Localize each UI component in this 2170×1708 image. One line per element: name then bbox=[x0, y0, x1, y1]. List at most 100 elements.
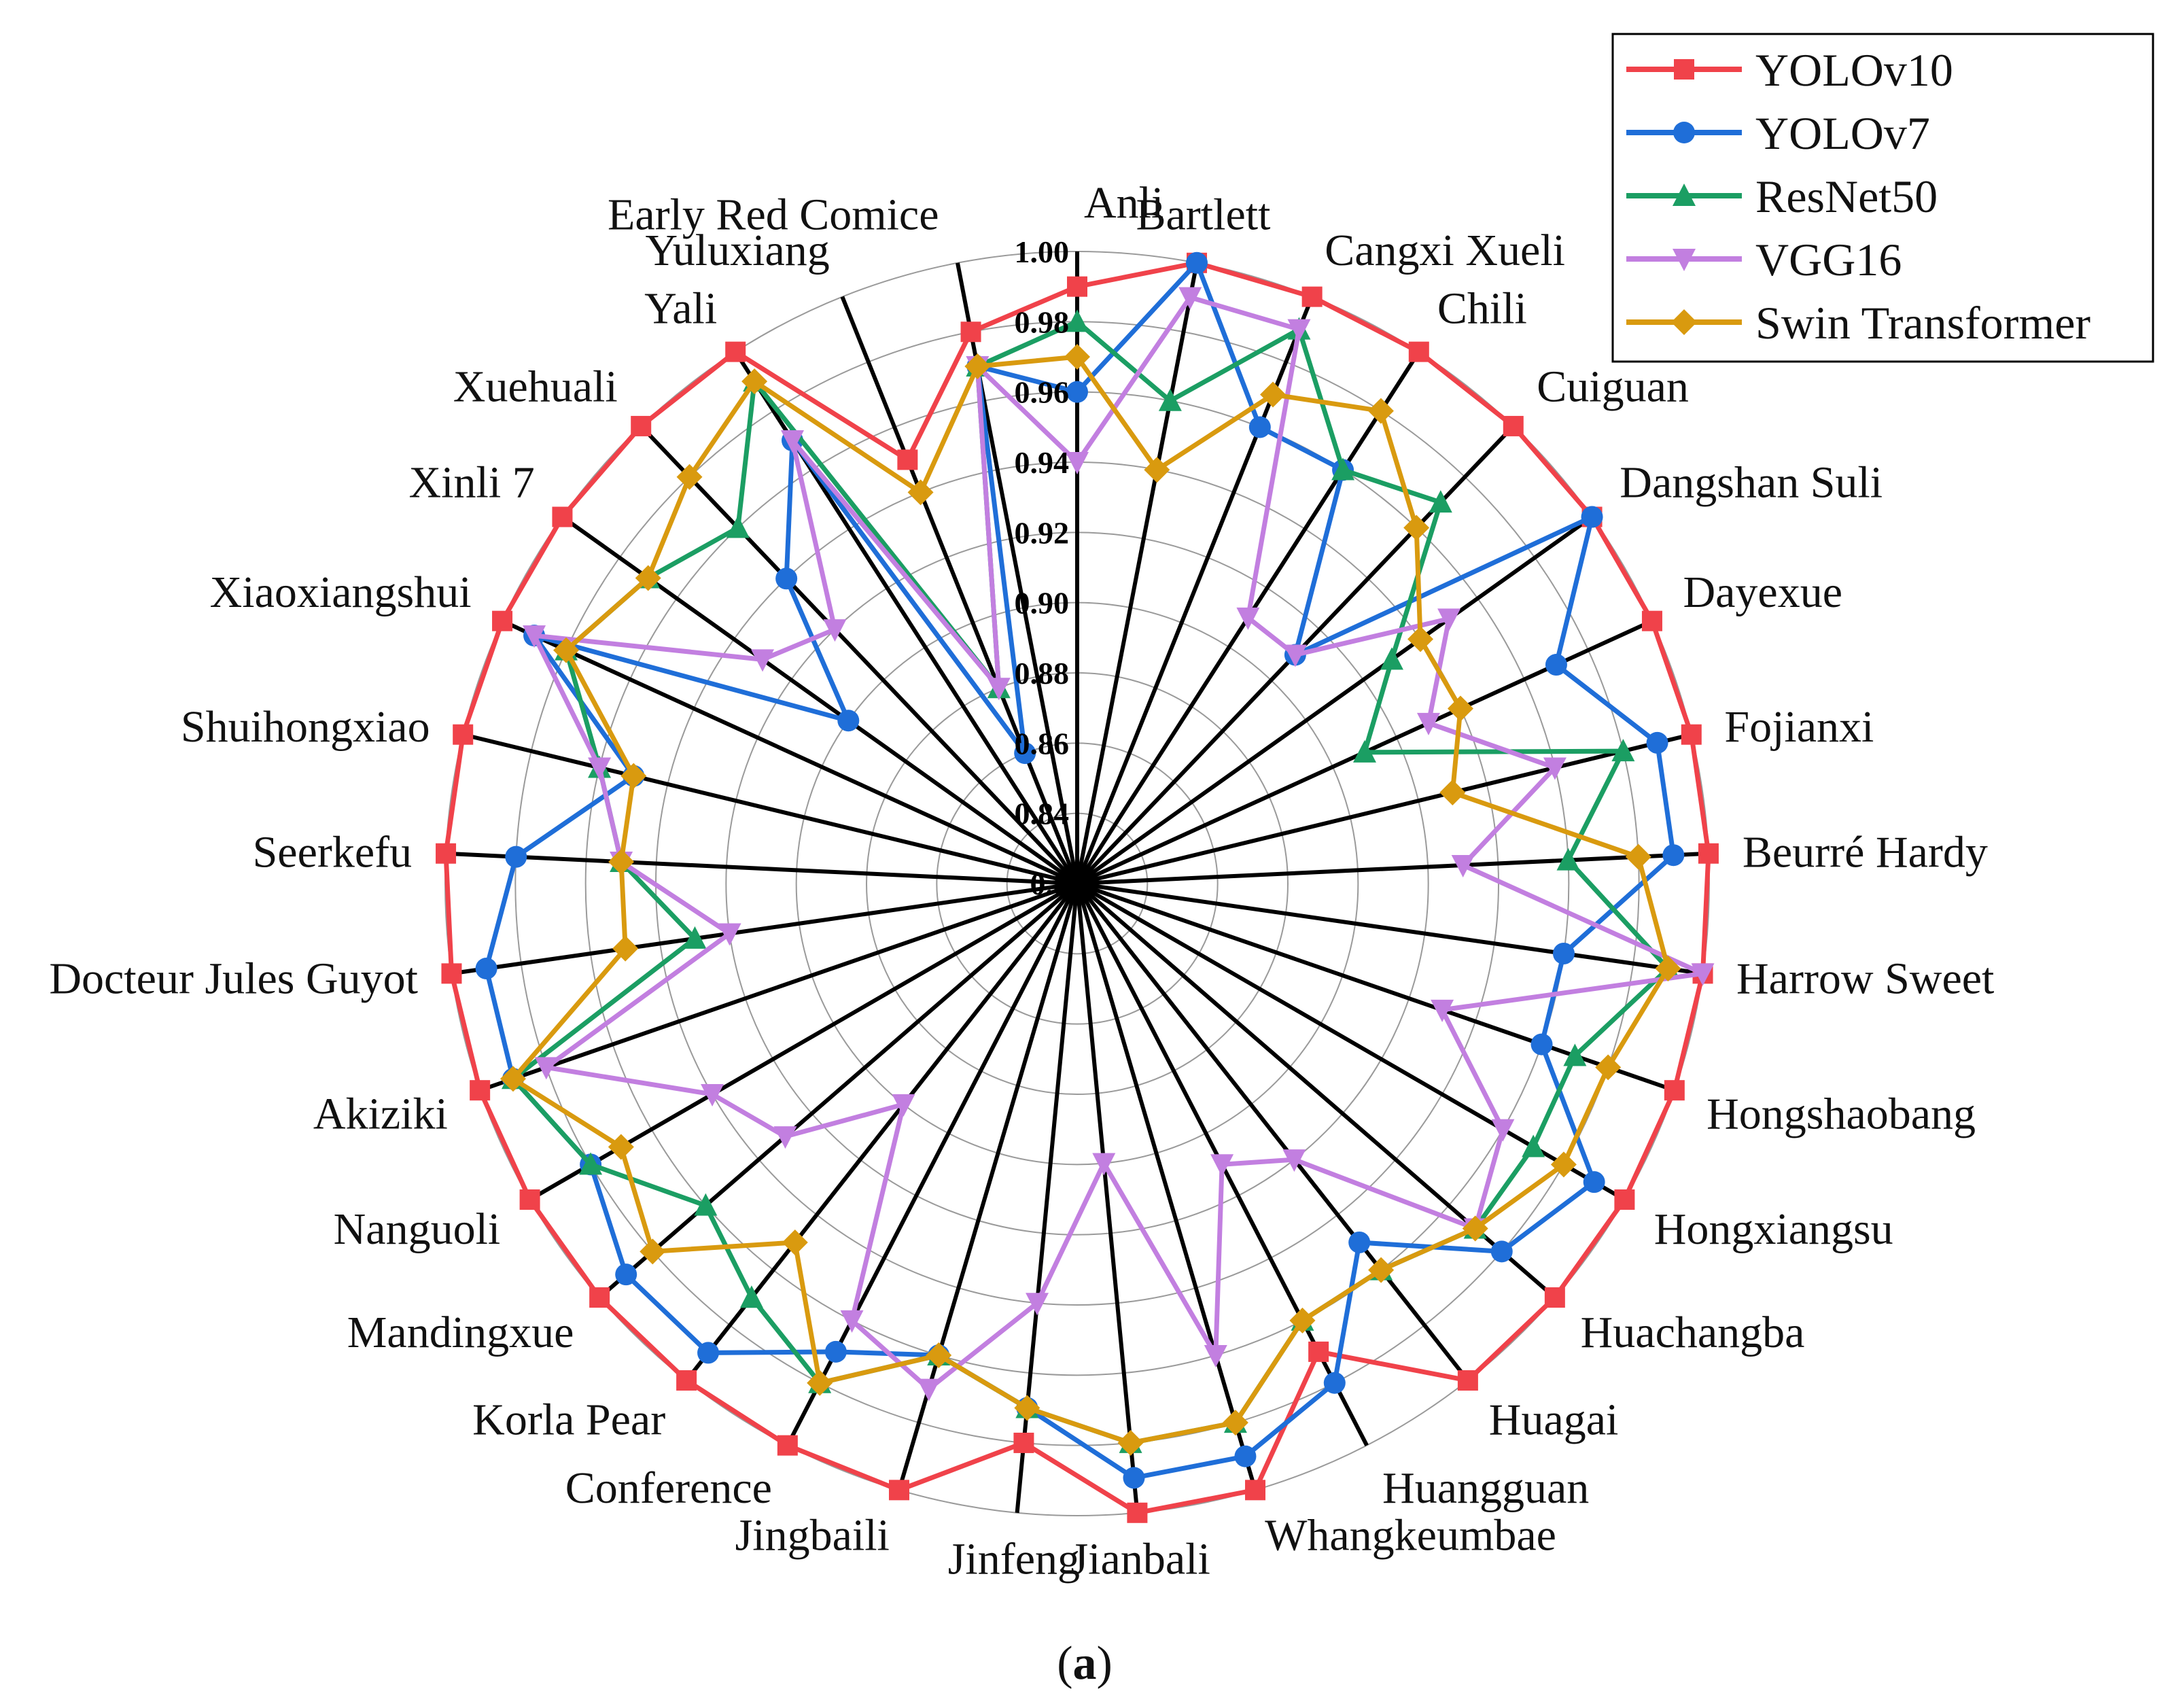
category-label: Yuluxiang bbox=[645, 226, 829, 275]
series-line bbox=[484, 260, 1676, 1480]
data-point bbox=[453, 724, 474, 745]
data-point bbox=[725, 341, 746, 362]
category-label: Dayexue bbox=[1683, 568, 1842, 617]
category-label: Hongxiangsu bbox=[1654, 1204, 1893, 1254]
data-point bbox=[1178, 287, 1202, 310]
category-label: Docteur Jules Guyot bbox=[49, 954, 418, 1003]
data-point bbox=[840, 1310, 864, 1333]
category-label: Jingbaili bbox=[735, 1510, 890, 1560]
data-point bbox=[694, 1193, 718, 1216]
category-label: Xuehuali bbox=[453, 362, 618, 412]
data-point bbox=[1595, 1054, 1622, 1081]
data-point bbox=[964, 353, 991, 380]
data-point bbox=[579, 1152, 603, 1175]
data-point bbox=[824, 1340, 847, 1363]
data-point bbox=[1664, 1080, 1685, 1101]
data-point bbox=[1092, 1153, 1116, 1176]
category-label: Seerkefu bbox=[253, 827, 413, 877]
data-point bbox=[1563, 1043, 1587, 1066]
category-label: Fojianxi bbox=[1724, 702, 1874, 752]
category-label: Anli bbox=[1084, 178, 1163, 228]
category-label: Cuiguan bbox=[1537, 362, 1689, 412]
data-point bbox=[1260, 381, 1287, 408]
data-point bbox=[892, 1094, 915, 1117]
data-point bbox=[1331, 457, 1355, 481]
data-point bbox=[1457, 1370, 1478, 1391]
data-point bbox=[960, 321, 981, 343]
data-point bbox=[751, 649, 775, 672]
data-point bbox=[523, 625, 546, 648]
caption-label: a bbox=[1073, 1637, 1097, 1690]
data-point bbox=[907, 479, 934, 506]
data-point bbox=[588, 757, 612, 780]
tick-label: 0.86 bbox=[1015, 726, 1070, 761]
data-point bbox=[1301, 286, 1323, 307]
figure-caption: (a) bbox=[1057, 1637, 1113, 1690]
data-point bbox=[1308, 1341, 1329, 1362]
data-point bbox=[608, 849, 635, 875]
data-point bbox=[1625, 843, 1651, 870]
category-label: Huangguan bbox=[1382, 1463, 1589, 1513]
category-label: Huachangba bbox=[1581, 1308, 1805, 1357]
data-point bbox=[505, 846, 527, 868]
radar-spoke bbox=[1075, 883, 1140, 1514]
radar-spoke bbox=[598, 882, 1079, 1300]
data-point bbox=[1248, 416, 1271, 438]
data-point bbox=[888, 1480, 909, 1501]
data-point bbox=[475, 957, 497, 979]
data-point bbox=[1583, 1171, 1605, 1193]
data-point bbox=[1522, 1134, 1545, 1157]
data-point bbox=[1013, 1432, 1034, 1453]
data-point bbox=[635, 565, 661, 591]
data-point bbox=[1544, 1287, 1565, 1308]
category-label: Whangkeumbae bbox=[1265, 1510, 1556, 1560]
data-point bbox=[781, 430, 805, 453]
tick-label: 1.00 bbox=[1015, 234, 1070, 269]
legend-label: Swin Transformer bbox=[1755, 297, 2090, 349]
radar-spoke bbox=[462, 732, 1078, 886]
data-point bbox=[1245, 1480, 1266, 1501]
data-point bbox=[1552, 942, 1575, 964]
data-point bbox=[615, 1263, 637, 1286]
data-point bbox=[1429, 490, 1452, 513]
data-point bbox=[1691, 963, 1715, 986]
category-label: Cangxi Xueli bbox=[1325, 226, 1565, 275]
data-point bbox=[589, 1287, 610, 1308]
data-point bbox=[470, 1080, 491, 1101]
legend-item: YOLOv10 bbox=[1626, 44, 1953, 96]
data-point bbox=[1581, 506, 1603, 528]
series-swin-transformer bbox=[500, 344, 1681, 1456]
legend-label: YOLOv10 bbox=[1755, 44, 1953, 96]
series-line bbox=[510, 354, 1670, 1446]
tick-label: 0.88 bbox=[1015, 656, 1070, 691]
data-point bbox=[1067, 276, 1087, 297]
data-point bbox=[436, 843, 457, 864]
data-point bbox=[1234, 1445, 1257, 1467]
radar-spoke bbox=[840, 296, 1079, 885]
data-point bbox=[676, 464, 703, 490]
radar-spoke bbox=[897, 883, 1079, 1491]
category-label: Korla Pear bbox=[472, 1395, 665, 1444]
data-point bbox=[500, 1066, 526, 1092]
data-point bbox=[552, 506, 573, 527]
category-label: Shuihongxiao bbox=[181, 702, 430, 752]
data-point bbox=[1431, 999, 1454, 1022]
data-point bbox=[739, 1285, 763, 1308]
legend-label: YOLOv7 bbox=[1755, 107, 1930, 159]
radar-spoke bbox=[1075, 262, 1199, 884]
category-label: Early Red Comice bbox=[608, 190, 939, 240]
data-point bbox=[1186, 251, 1208, 274]
data-point bbox=[823, 619, 847, 642]
radial-tick-labels: 0.840.860.880.900.920.940.960.981.000.8 bbox=[1015, 234, 1070, 901]
data-point bbox=[640, 1238, 666, 1265]
radar-spoke bbox=[1077, 732, 1692, 886]
data-point bbox=[1611, 739, 1635, 762]
tick-label: 0.98 bbox=[1015, 304, 1070, 339]
data-point bbox=[1066, 309, 1089, 332]
legend-item: Swin Transformer bbox=[1626, 297, 2090, 349]
data-point bbox=[1117, 1429, 1144, 1456]
data-point bbox=[987, 678, 1011, 701]
data-point bbox=[726, 515, 750, 538]
category-label: Huagai bbox=[1489, 1395, 1619, 1444]
